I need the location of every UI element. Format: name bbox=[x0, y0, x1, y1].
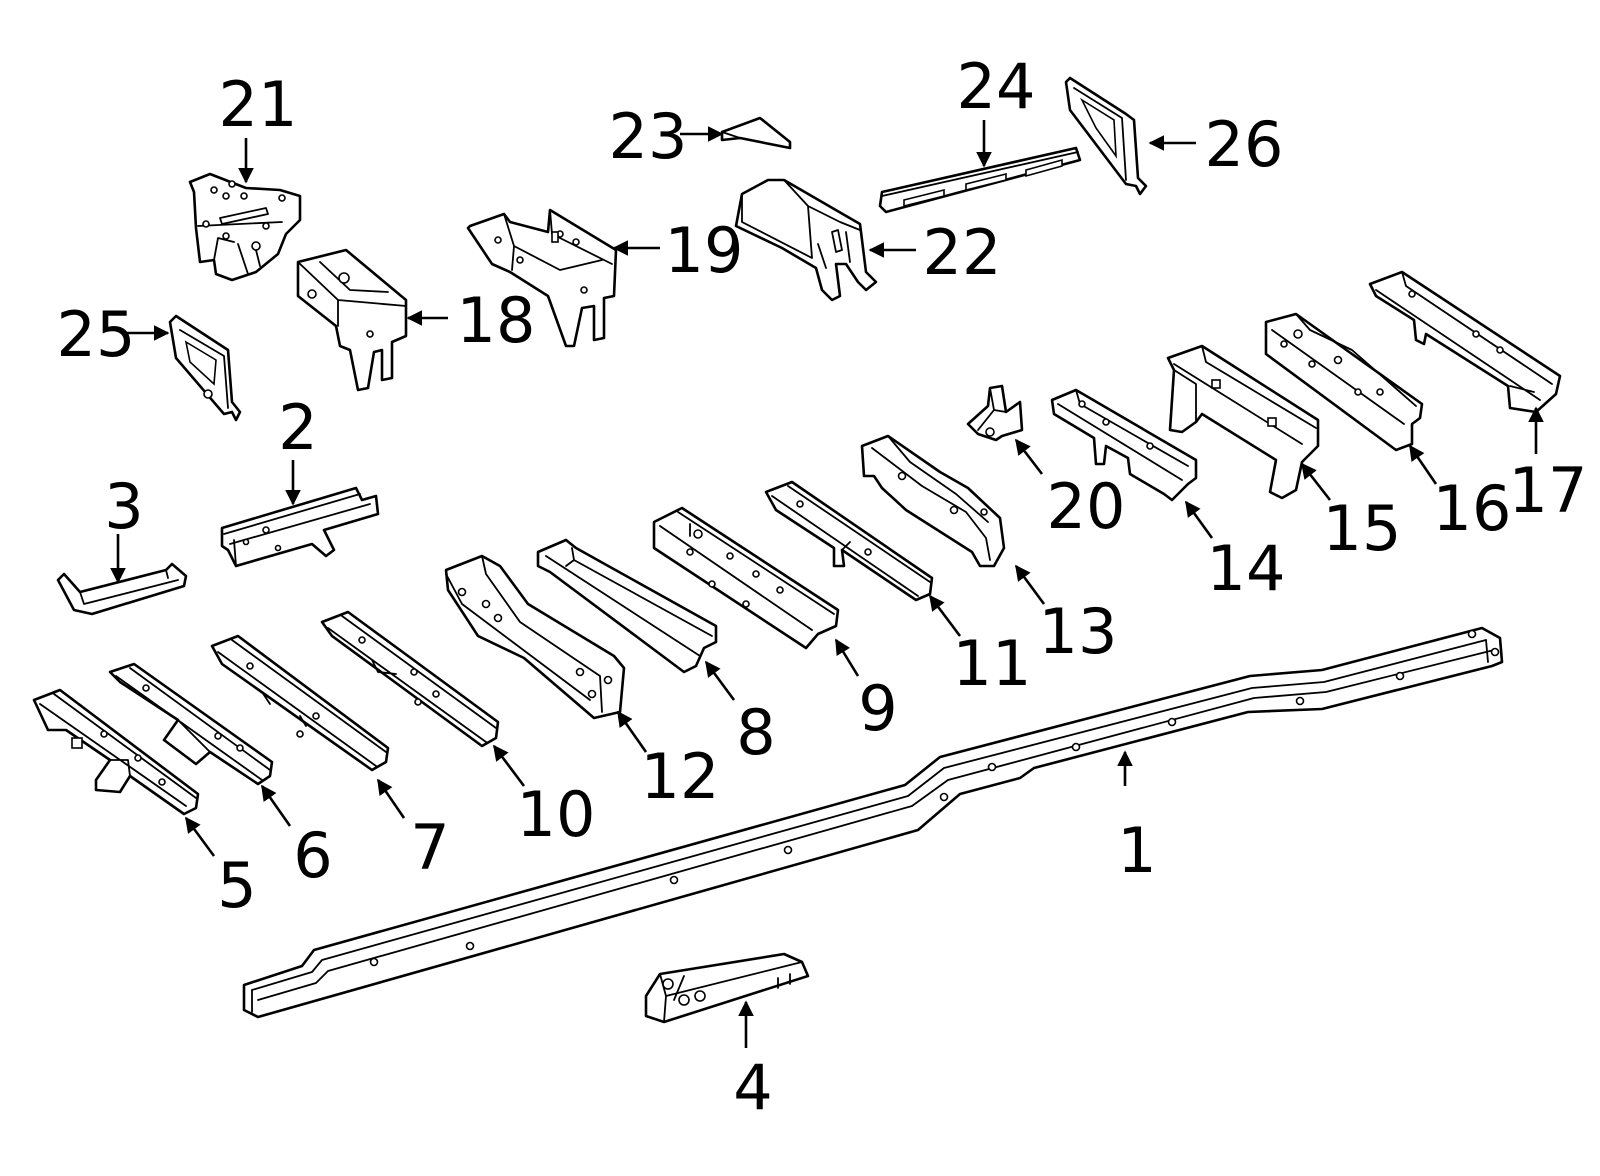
callout-10: 10 bbox=[517, 778, 596, 851]
callout-21: 21 bbox=[219, 68, 298, 141]
part-7-crossmember[interactable] bbox=[210, 634, 390, 772]
part-13-crossmember[interactable] bbox=[860, 434, 1006, 568]
part-24-strip[interactable] bbox=[878, 146, 1082, 214]
part-15-crossmember[interactable] bbox=[1166, 344, 1320, 500]
callout-20: 20 bbox=[1047, 470, 1126, 543]
callout-16: 16 bbox=[1433, 472, 1512, 545]
callout-7: 7 bbox=[410, 811, 449, 884]
part-19-bracket[interactable] bbox=[466, 208, 618, 348]
part-18-bracket[interactable] bbox=[296, 248, 408, 392]
callout-14: 14 bbox=[1207, 532, 1286, 605]
part-17-crossmember[interactable] bbox=[1368, 270, 1562, 414]
callout-25: 25 bbox=[57, 298, 136, 371]
part-4-gusset[interactable] bbox=[644, 952, 810, 1024]
callout-15: 15 bbox=[1323, 492, 1402, 565]
callout-12: 12 bbox=[641, 740, 720, 813]
callout-3: 3 bbox=[104, 470, 143, 543]
callout-2: 2 bbox=[278, 391, 317, 464]
callout-19: 19 bbox=[665, 214, 744, 287]
callout-23: 23 bbox=[609, 100, 688, 173]
part-2-crossmember[interactable] bbox=[220, 486, 380, 568]
leader-lines bbox=[110, 120, 1544, 1048]
callout-6: 6 bbox=[293, 819, 332, 892]
callout-26: 26 bbox=[1205, 108, 1284, 181]
part-25-plate[interactable] bbox=[168, 314, 242, 422]
callout-5: 5 bbox=[217, 849, 256, 922]
part-3-bracket[interactable] bbox=[56, 562, 188, 616]
part-12-crossmember[interactable] bbox=[444, 554, 626, 720]
part-16-crossmember[interactable] bbox=[1264, 312, 1424, 452]
part-14-crossmember[interactable] bbox=[1050, 388, 1198, 502]
callout-13: 13 bbox=[1039, 595, 1118, 668]
callout-18: 18 bbox=[457, 284, 536, 357]
part-20-bracket[interactable] bbox=[966, 384, 1024, 442]
callout-11: 11 bbox=[953, 627, 1032, 700]
callout-24: 24 bbox=[957, 50, 1036, 123]
callout-9: 9 bbox=[858, 672, 897, 745]
part-1-frame-rail[interactable] bbox=[242, 626, 1504, 1019]
part-21-bracket[interactable] bbox=[188, 172, 302, 282]
part-22-bracket[interactable] bbox=[734, 178, 878, 302]
part-10-crossmember[interactable] bbox=[320, 610, 500, 748]
part-5-crossmember[interactable] bbox=[32, 688, 200, 816]
callout-8: 8 bbox=[736, 696, 775, 769]
part-9-crossmember[interactable] bbox=[652, 506, 840, 650]
callout-4: 4 bbox=[733, 1051, 772, 1124]
part-26-plate[interactable] bbox=[1064, 76, 1148, 196]
callout-1: 1 bbox=[1117, 814, 1156, 887]
part-11-crossmember[interactable] bbox=[764, 480, 934, 602]
callout-17: 17 bbox=[1509, 454, 1588, 527]
part-6-crossmember[interactable] bbox=[108, 662, 274, 786]
part-8-crossmember[interactable] bbox=[536, 538, 718, 674]
part-23-bracket[interactable] bbox=[720, 116, 792, 150]
callout-labels: 1 2 3 4 5 6 7 8 9 10 11 12 13 14 15 16 1… bbox=[57, 50, 1588, 1124]
callout-22: 22 bbox=[923, 216, 1002, 289]
